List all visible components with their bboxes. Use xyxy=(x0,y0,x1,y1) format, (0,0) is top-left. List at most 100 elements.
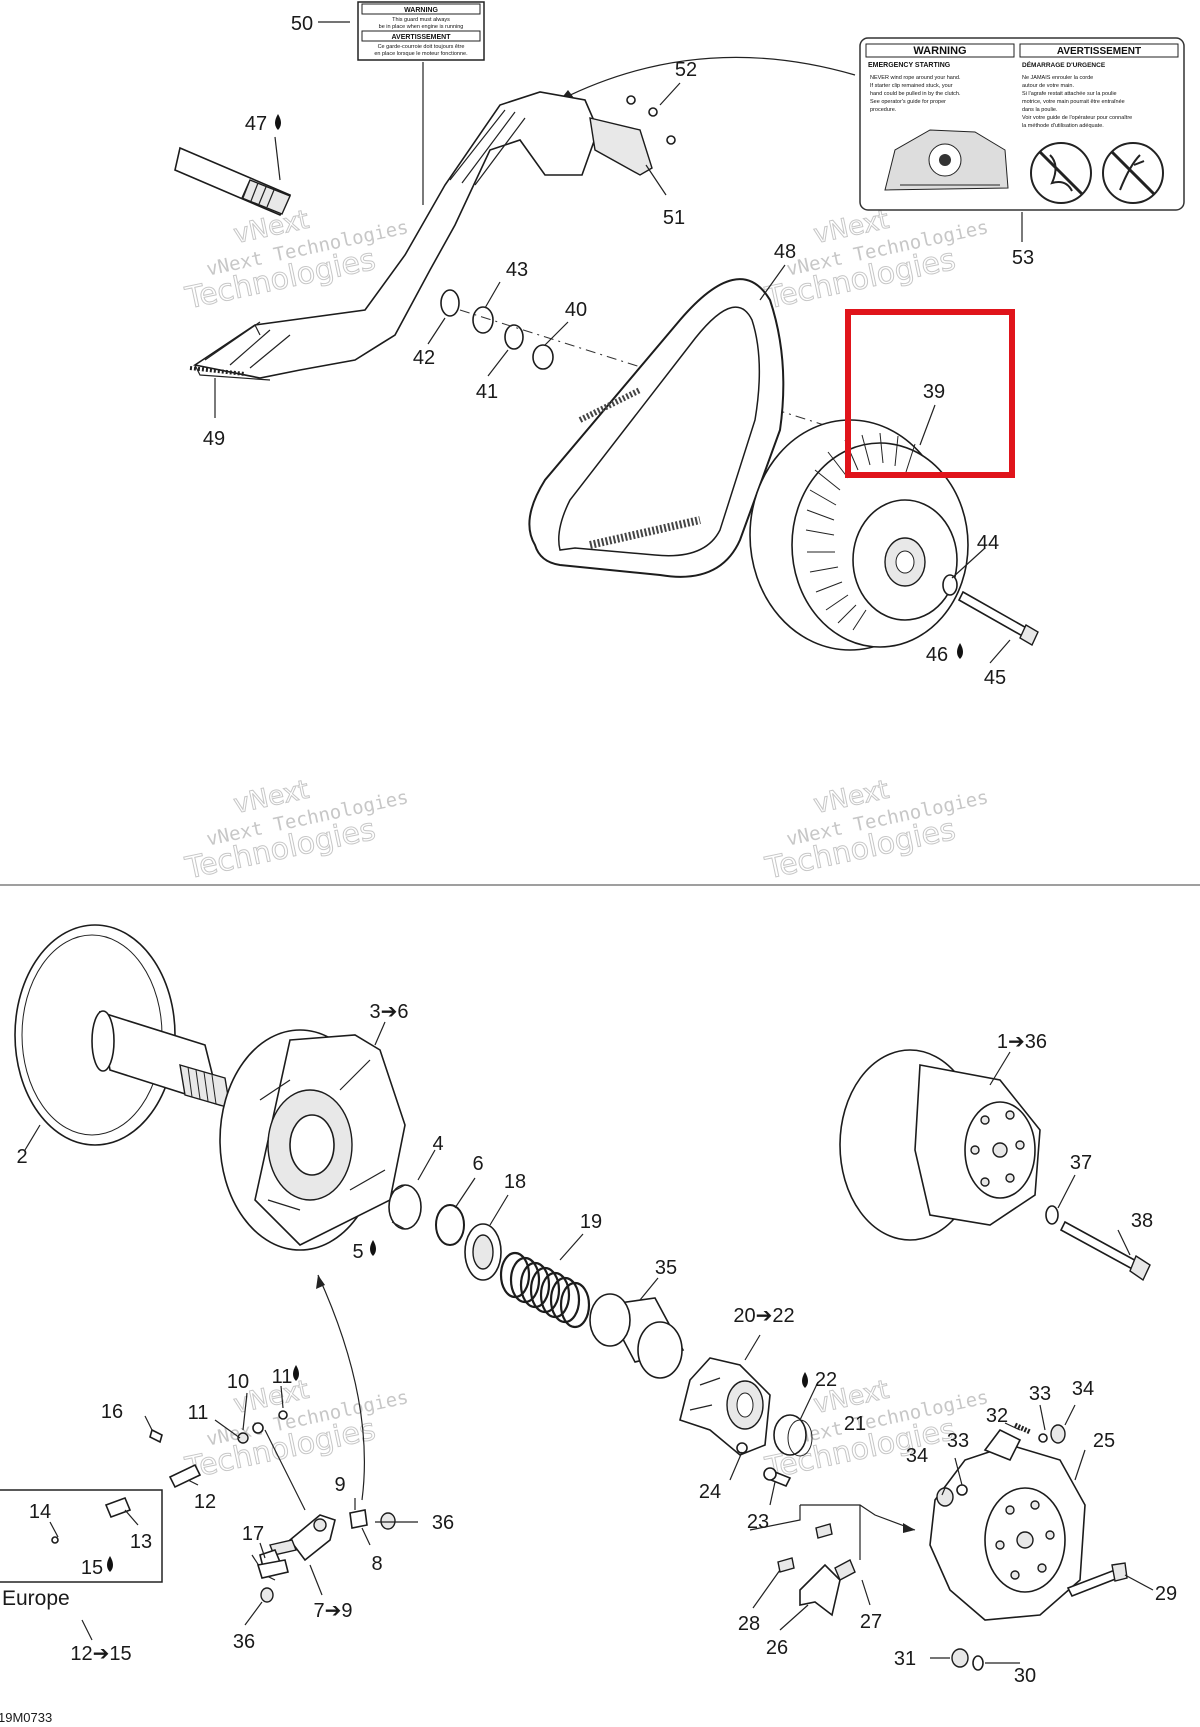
region-note: Europe xyxy=(2,1587,70,1610)
callout-label: 34 xyxy=(1072,1378,1094,1400)
callout-label: 44 xyxy=(977,532,999,554)
decal-large-warning-line: hand could be pulled in by the clutch. xyxy=(870,91,961,97)
callout-label: 39 xyxy=(923,381,945,403)
drive-pulley-washer-bolt xyxy=(1045,1205,1151,1282)
callout-label: 19 xyxy=(580,1211,602,1233)
decal-large-warning-line: procedure. xyxy=(870,107,897,113)
callout-label: 25 xyxy=(1093,1430,1115,1452)
oil-drop-icon xyxy=(370,1240,376,1256)
movable-sheave xyxy=(219,1029,406,1251)
callout-label: 28 xyxy=(738,1613,760,1635)
guard-bracket xyxy=(589,95,676,176)
callout-label: 33 xyxy=(947,1430,969,1452)
bushing-ring-seal xyxy=(388,1184,502,1281)
decal-small-title-fr: AVERTISSEMENT xyxy=(392,34,452,41)
callout-label: 11 xyxy=(188,1402,209,1424)
callout-label: 2 xyxy=(16,1146,27,1168)
callout-label: 41 xyxy=(476,381,498,403)
decal-large-warning-line: NEVER wind rope around your hand. xyxy=(870,75,961,81)
lever-group xyxy=(777,1523,856,1617)
callout-label: 52 xyxy=(675,59,697,81)
callout-label: 11 xyxy=(272,1366,293,1388)
callout-label: 42 xyxy=(413,347,435,369)
decal-small-title: WARNING xyxy=(404,7,438,14)
shim-washers xyxy=(440,289,554,370)
decal-small-line4: en place lorsque le moteur fonctionne. xyxy=(374,51,468,57)
lever-bracket-line xyxy=(749,1505,801,1531)
callout-label: 10 xyxy=(227,1371,249,1393)
belt-guard xyxy=(189,91,599,381)
belt-guard-warning-decal: WARNING This guard must always be in pla… xyxy=(357,1,485,61)
callout-label: 21 xyxy=(844,1413,866,1435)
callout-label: 32 xyxy=(986,1405,1008,1427)
callout-label: 3➔6 xyxy=(369,1001,408,1023)
bushing-21 xyxy=(773,1414,807,1456)
decal-small-line1: This guard must always xyxy=(392,17,450,23)
decal-large-warning-sub: EMERGENCY STARTING xyxy=(868,62,951,69)
sleeve xyxy=(589,1293,685,1379)
oil-drop-icon xyxy=(293,1365,299,1381)
nut-31 xyxy=(951,1648,969,1668)
callout-label: 12 xyxy=(194,1491,216,1513)
arrowhead xyxy=(316,1275,325,1289)
drive-belt xyxy=(528,278,785,578)
oil-drop-icon xyxy=(275,114,281,130)
oil-drop-icon xyxy=(957,643,963,659)
callout-labels: 50 47 52 51 53 48 43 40 42 41 49 39 44 4… xyxy=(16,13,1177,1687)
decal-large-fr-line: Si l'agrafe restait attachée sur la poul… xyxy=(1022,91,1117,97)
decal-large-fr-line: Voir votre guide de l'opérateur pour con… xyxy=(1022,115,1132,121)
decal-pointer-arrow xyxy=(559,56,856,101)
diagram-code: 19M0733 xyxy=(0,1710,52,1725)
governor-small-parts xyxy=(936,1422,1066,1507)
nut-36-right xyxy=(380,1512,396,1530)
clip-prohibited-icon xyxy=(1102,142,1164,204)
callout-label: 53 xyxy=(1012,247,1034,269)
callout-label: 13 xyxy=(130,1531,152,1553)
engine-illustration-icon xyxy=(884,129,1009,191)
callout-label: 6 xyxy=(472,1153,483,1175)
callout-label: 24 xyxy=(699,1481,721,1503)
decal-large-fr-line: motrice, votre main pourrait être entraî… xyxy=(1022,99,1125,105)
callout-label: 7➔9 xyxy=(313,1600,352,1622)
pulley-washer-bolt xyxy=(942,574,1039,646)
decal-large-fr-line: Ne JAMAIS enrouler la corde xyxy=(1022,75,1093,81)
callout-label: 48 xyxy=(774,241,796,263)
callout-label: 33 xyxy=(1029,1383,1051,1405)
callout-label: 30 xyxy=(1014,1665,1036,1687)
washer-30 xyxy=(972,1655,984,1671)
decal-small-line2: be in place when engine is running xyxy=(379,24,464,30)
decal-large-fr-title: AVERTISSEMENT xyxy=(1057,46,1141,57)
decal-large-warning-title: WARNING xyxy=(913,45,966,57)
oil-drop-icons xyxy=(107,114,963,1572)
governor-cup xyxy=(929,1428,1086,1621)
callout-label: 22 xyxy=(815,1369,837,1391)
callout-label: 20➔22 xyxy=(733,1305,794,1327)
roller-8 xyxy=(349,1509,368,1529)
highlight-box xyxy=(845,309,1015,478)
spider-hub xyxy=(679,1357,771,1456)
nut-36-bottom xyxy=(260,1587,274,1603)
no-wrap-hand-icon xyxy=(1030,142,1092,204)
callout-label: 35 xyxy=(655,1257,677,1279)
decal-large-fr-line: autour de votre main. xyxy=(1022,83,1074,89)
small-pins xyxy=(51,1410,288,1544)
arrowhead xyxy=(903,1523,915,1533)
callout-label: 36 xyxy=(233,1631,255,1653)
callout-label: 27 xyxy=(860,1611,882,1633)
callout-label: 17 xyxy=(242,1523,264,1545)
callout-label: 50 xyxy=(291,13,313,35)
oil-drop-icon xyxy=(107,1556,113,1572)
emergency-starting-warning-decal: WARNING EMERGENCY STARTING NEVER wind ro… xyxy=(859,37,1185,211)
pin-17-body xyxy=(256,1559,289,1579)
callout-label: 49 xyxy=(203,428,225,450)
decal-small-line3: Ce garde-courroie doit toujours être xyxy=(378,44,465,50)
callout-label: 4 xyxy=(432,1133,443,1155)
callout-label: 18 xyxy=(504,1171,526,1193)
oil-drop-icon xyxy=(802,1372,808,1388)
watermark-group: vNext vNext Technologies Technologies vN… xyxy=(181,204,990,1487)
leader-lines xyxy=(24,21,1154,1664)
weight-pointer-arrow xyxy=(317,1274,366,1501)
decal-large-fr-sub: DÉMARRAGE D'URGENCE xyxy=(1022,60,1106,69)
